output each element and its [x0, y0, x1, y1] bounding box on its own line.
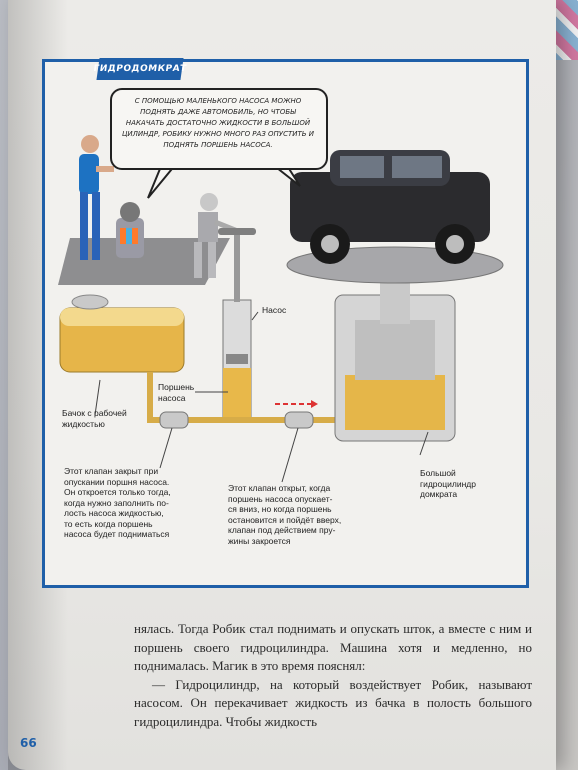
- boy-figure: [79, 135, 114, 260]
- floor-platform: [58, 238, 230, 285]
- body-text: нялась. Тогда Робик стал поднимать и опу…: [134, 620, 532, 731]
- label-pump: Насос: [262, 305, 287, 315]
- suv-car: [290, 150, 490, 264]
- page-number: 66: [20, 736, 37, 750]
- label-big-cylinder: Большой гидроцилиндр домкрата: [420, 468, 476, 499]
- speech-bubble: [110, 88, 328, 170]
- big-hydraulic-cylinder: [286, 246, 504, 442]
- robik-figure: [194, 193, 241, 278]
- speech-text: С помощью маленького насоса можно поднят…: [121, 97, 315, 149]
- paragraph-1: нялась. Тогда Робик стал поднимать и опу…: [134, 621, 532, 673]
- label-tank: Бачок с рабочей жидкостью: [62, 408, 127, 429]
- small-robot-figure: [116, 202, 144, 258]
- callout-lines: [94, 311, 429, 483]
- label-piston: Поршень насоса: [158, 382, 195, 403]
- label-right-valve: Этот клапан открыт, когда поршень насоса…: [228, 483, 342, 546]
- hand-pump: [218, 228, 256, 419]
- paragraph-2: — Гидроцилиндр, на который воздействует …: [134, 676, 532, 729]
- label-left-valve: Этот клапан закрыт при опускании поршня …: [64, 466, 171, 539]
- fluid-tank: [59, 294, 185, 373]
